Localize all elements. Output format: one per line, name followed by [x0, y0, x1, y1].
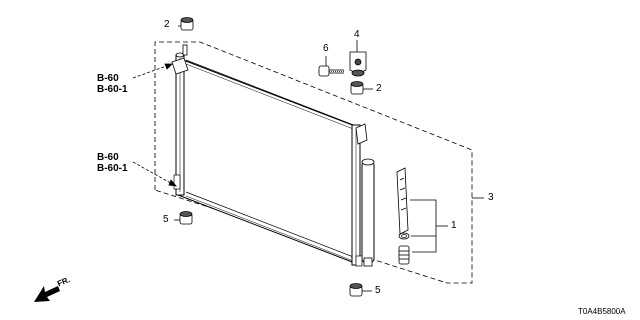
plug-part	[398, 245, 410, 265]
cushion-part-5-left	[174, 211, 193, 225]
cushion-part-2-top	[178, 17, 194, 31]
callout-2-right: 2	[376, 83, 382, 94]
callout-5-left: 5	[163, 214, 169, 225]
reference-arrow-lower	[132, 161, 177, 187]
diagram-code: T0A4B5800A	[578, 307, 626, 316]
callout-3: 3	[488, 192, 494, 203]
reference-label-lower: B-60 B-60-1	[97, 152, 128, 174]
reference-upper-line-2: B-60-1	[97, 84, 128, 95]
o-ring-part	[398, 232, 410, 240]
assembly-outline	[154, 41, 473, 284]
filter-part-1	[396, 167, 409, 235]
reference-lower-line-2: B-60-1	[97, 163, 128, 174]
bolt-part-6	[318, 56, 344, 77]
callout-1: 1	[451, 220, 457, 231]
condenser-core	[171, 44, 375, 267]
cushion-part-2-right	[350, 81, 373, 95]
callout-4: 4	[354, 29, 360, 40]
callout-5-bottom: 5	[375, 285, 381, 296]
callout-6: 6	[323, 43, 329, 54]
callout-2-top: 2	[164, 19, 170, 30]
part-1-leader	[410, 199, 448, 253]
cushion-part-5-bottom	[349, 283, 372, 297]
reference-upper-line-1: B-60	[97, 73, 119, 84]
reference-lower-line-1: B-60	[97, 152, 119, 163]
bracket-part-4	[349, 40, 367, 77]
reference-arrow-upper	[132, 63, 173, 79]
front-direction-arrow	[34, 286, 60, 302]
reference-label-upper: B-60 B-60-1	[97, 73, 128, 95]
